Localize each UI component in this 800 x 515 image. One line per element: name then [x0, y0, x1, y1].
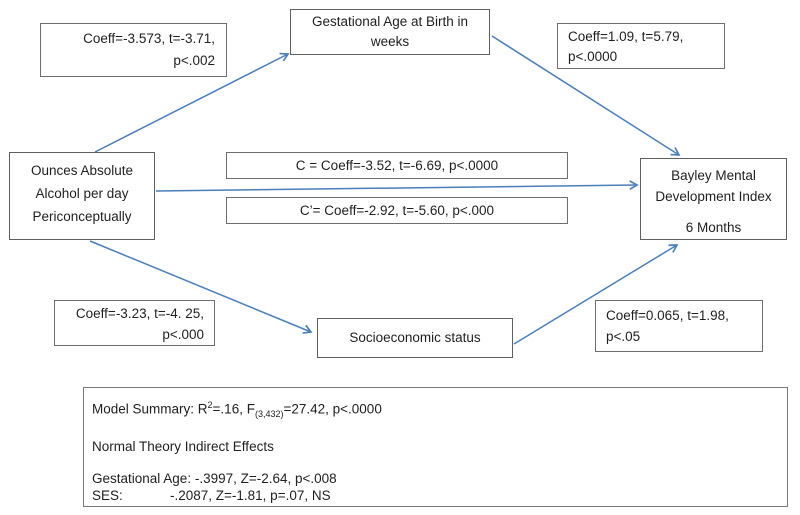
node-label-line: Bayley Mental — [671, 168, 756, 183]
ses-line-label: SES: — [92, 488, 123, 504]
coeff-text-line: C’= Coeff=-2.92, t=-5.60, p<.000 — [299, 203, 495, 218]
indirect-effect-gestational-line: Gestational Age: -.3997, Z=-2.64, p<.008 — [92, 471, 337, 487]
label-coeff-gestational-to-bayley: Coeff=1.09, t=5.79, p<.0000 — [557, 23, 725, 69]
coeff-text-line: Coeff=1.09, t=5.79, — [568, 29, 684, 44]
node-alcohol-exposure: Ounces Absolute Alcohol per day Periconc… — [9, 152, 155, 240]
coeff-text-line: p<.000 — [162, 327, 204, 342]
summary-superscript: 2 — [207, 400, 213, 410]
indirect-effects-heading: Normal Theory Indirect Effects — [92, 439, 274, 455]
ses-line-value: -.2087, Z=-1.81, p=.07, NS — [170, 488, 331, 504]
model-summary-line: Model Summary: R2=.16, F(3,432)=27.42, p… — [92, 397, 787, 423]
label-coeff-alcohol-to-gestational: Coeff=-3.573, t=-3.71, p<.002 — [40, 23, 227, 77]
node-bayley-mdi: Bayley Mental Development Index 6 Months — [640, 158, 787, 240]
coeff-text-line: p<.0000 — [568, 49, 618, 64]
summary-text: Model Summary: R — [92, 401, 208, 417]
arrow-alcohol-to-bayley-direct — [155, 185, 637, 192]
node-socioeconomic-status: Socioeconomic status — [317, 318, 513, 358]
label-coeff-alcohol-to-ses: Coeff=-3.23, t=-4. 25, p<.000 — [54, 300, 215, 346]
coeff-text-line: p<.05 — [606, 329, 641, 344]
node-label-line: weeks — [370, 34, 410, 49]
summary-spacer — [92, 455, 787, 470]
arrow-ses-to-bayley — [513, 245, 677, 345]
label-direct-effect-c-prime: C’= Coeff=-2.92, t=-5.60, p<.000 — [226, 197, 568, 224]
node-label-line: Socioeconomic status — [349, 330, 481, 345]
model-summary-box: Model Summary: R2=.16, F(3,432)=27.42, p… — [83, 387, 788, 507]
coeff-text-line: Coeff=-3.573, t=-3.71, — [83, 31, 215, 46]
coeff-text-line: p<.002 — [173, 53, 215, 68]
coeff-text-line: Coeff=-3.23, t=-4. 25, — [75, 306, 204, 321]
summary-spacer — [92, 423, 787, 438]
node-label-line: Alcohol per day — [35, 186, 129, 201]
node-label-line — [641, 207, 786, 217]
node-label-line: Ounces Absolute — [30, 163, 134, 178]
coeff-text-line: C = Coeff=-3.52, t=-6.69, p<.0000 — [295, 158, 499, 173]
summary-text: =27.42, p<.0000 — [283, 401, 382, 417]
node-label-line: Periconceptually — [32, 209, 132, 224]
label-total-effect-c: C = Coeff=-3.52, t=-6.69, p<.0000 — [226, 152, 568, 179]
node-label-line: Development Index — [655, 189, 772, 204]
node-label-line: 6 Months — [685, 220, 742, 235]
coeff-text-line: Coeff=0.065, t=1.98, — [606, 308, 729, 323]
summary-subscript: (3,432) — [254, 409, 284, 420]
arrow-gestational-to-bayley — [491, 35, 679, 155]
arrow-alcohol-to-ses — [89, 240, 311, 332]
node-gestational-age: Gestational Age at Birth in weeks — [290, 9, 490, 55]
summary-text: =.16, F — [212, 401, 255, 417]
node-label-line: Gestational Age at Birth in — [311, 14, 469, 29]
arrow-alcohol-to-gestational — [94, 54, 288, 153]
indirect-effect-ses-line: SES: -.2087, Z=-1.81, p=.07, NS — [92, 487, 787, 504]
label-coeff-ses-to-bayley: Coeff=0.065, t=1.98, p<.05 — [595, 300, 763, 352]
